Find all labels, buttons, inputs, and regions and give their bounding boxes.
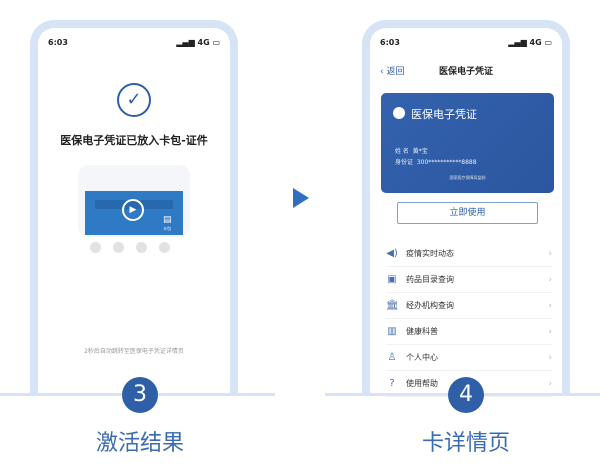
menu-item[interactable]: ♙ 个人中心 › [386, 345, 552, 371]
card-issuer: 国家医疗保障局监制 [449, 175, 486, 180]
next-arrow-icon [293, 188, 309, 208]
result-title: 医保电子凭证已放入卡包-证件 [60, 134, 208, 147]
menu-item-label: 健康科普 [406, 327, 438, 336]
menu-item-label: 个人中心 [406, 353, 438, 362]
step-number-3: 3 [122, 377, 158, 413]
card-tab-icon: ▤ [163, 215, 172, 225]
menu-item[interactable]: ◀) 疫情实时动态 › [386, 241, 552, 267]
chevron-right-icon: › [548, 248, 552, 259]
signal-battery-icon: ▂▄▆ 4G ▭ [508, 38, 552, 47]
drug-icon: ▣ [387, 274, 397, 285]
name-label: 姓 名 [395, 148, 409, 155]
chevron-right-icon: › [548, 326, 552, 337]
page-title: 医保电子凭证 [438, 67, 493, 77]
signal-battery-icon: ▂▄▆ 4G ▭ [176, 38, 220, 47]
menu-item-label: 药品目录查询 [406, 275, 454, 284]
menu-item-label: 经办机构查询 [406, 301, 454, 310]
phone-card-detail: 6:03 ▂▄▆ 4G ▭ ‹ 返回 医保电子凭证 医保电子凭证 姓 名 黄*宝 … [362, 20, 570, 397]
card-tab-label: 卡包 [163, 226, 171, 231]
speaker-icon: ◀) [386, 248, 398, 259]
name-value: 黄*宝 [412, 148, 428, 155]
menu-item[interactable]: ▣ 药品目录查询 › [386, 267, 552, 293]
id-value: 300***********8888 [416, 159, 477, 166]
menu-item-label: 使用帮助 [406, 379, 438, 388]
institution-icon: 🏛 [386, 300, 399, 311]
phone-activation-result: 6:03 ▂▄▆ 4G ▭ ✓ 医保电子凭证已放入卡包-证件 ▶ ▤ 卡包 2秒后… [30, 20, 238, 393]
step-number-4: 4 [448, 377, 484, 413]
redirect-text: 2秒后自动跳转至医保电子凭证详情页 [84, 348, 184, 355]
status-bar: 6:03 ▂▄▆ 4G ▭ [380, 38, 552, 47]
menu-item[interactable]: ▥ 健康科普 › [386, 319, 552, 345]
back-button[interactable]: ‹ 返回 [380, 67, 405, 77]
chevron-right-icon: › [548, 352, 552, 363]
play-icon: ▶ [122, 199, 144, 221]
status-bar: 6:03 ▂▄▆ 4G ▭ [48, 38, 220, 47]
phone-illustration: ▶ ▤ 卡包 [78, 165, 190, 237]
status-time: 6:03 [48, 38, 68, 47]
use-now-button[interactable]: 立即使用 [397, 202, 538, 224]
insurance-logo-icon [393, 107, 405, 119]
check-circle-icon: ✓ [117, 83, 151, 117]
step-caption-3: 激活结果 [95, 431, 184, 456]
person-icon: ♙ [387, 352, 397, 363]
medical-insurance-card[interactable]: 医保电子凭证 姓 名 黄*宝 身份证 300***********8888 国家… [381, 93, 554, 193]
step-caption-4: 卡详情页 [421, 431, 510, 456]
menu-item[interactable]: 🏛 经办机构查询 › [386, 293, 552, 319]
status-time: 6:03 [380, 38, 400, 47]
dot-indicators [90, 242, 170, 253]
chevron-right-icon: › [548, 378, 552, 389]
id-label: 身份证 [395, 159, 414, 166]
menu-item-label: 疫情实时动态 [406, 249, 454, 258]
help-icon: ? [389, 378, 395, 389]
card-title: 医保电子凭证 [411, 108, 477, 121]
chevron-right-icon: › [548, 274, 552, 285]
chevron-right-icon: › [548, 300, 552, 311]
health-icon: ▥ [387, 326, 397, 337]
